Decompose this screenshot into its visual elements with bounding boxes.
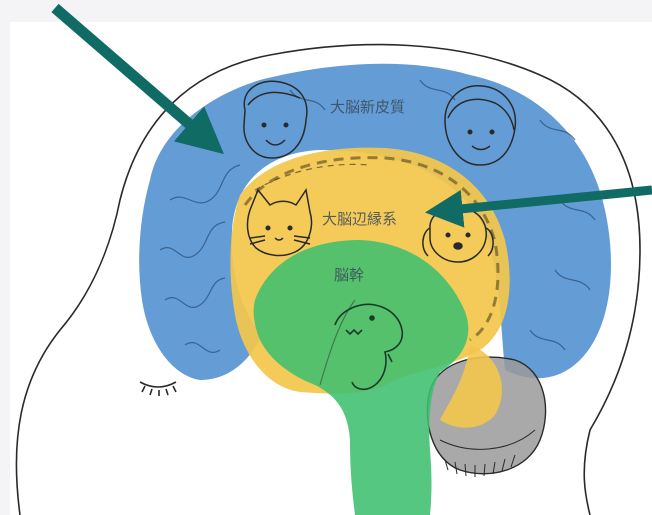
neocortex-label: 大脳新皮質 [330,98,405,116]
limbic-label: 大脳辺縁系 [322,210,397,228]
brainstem-label: 脳幹 [334,266,364,284]
